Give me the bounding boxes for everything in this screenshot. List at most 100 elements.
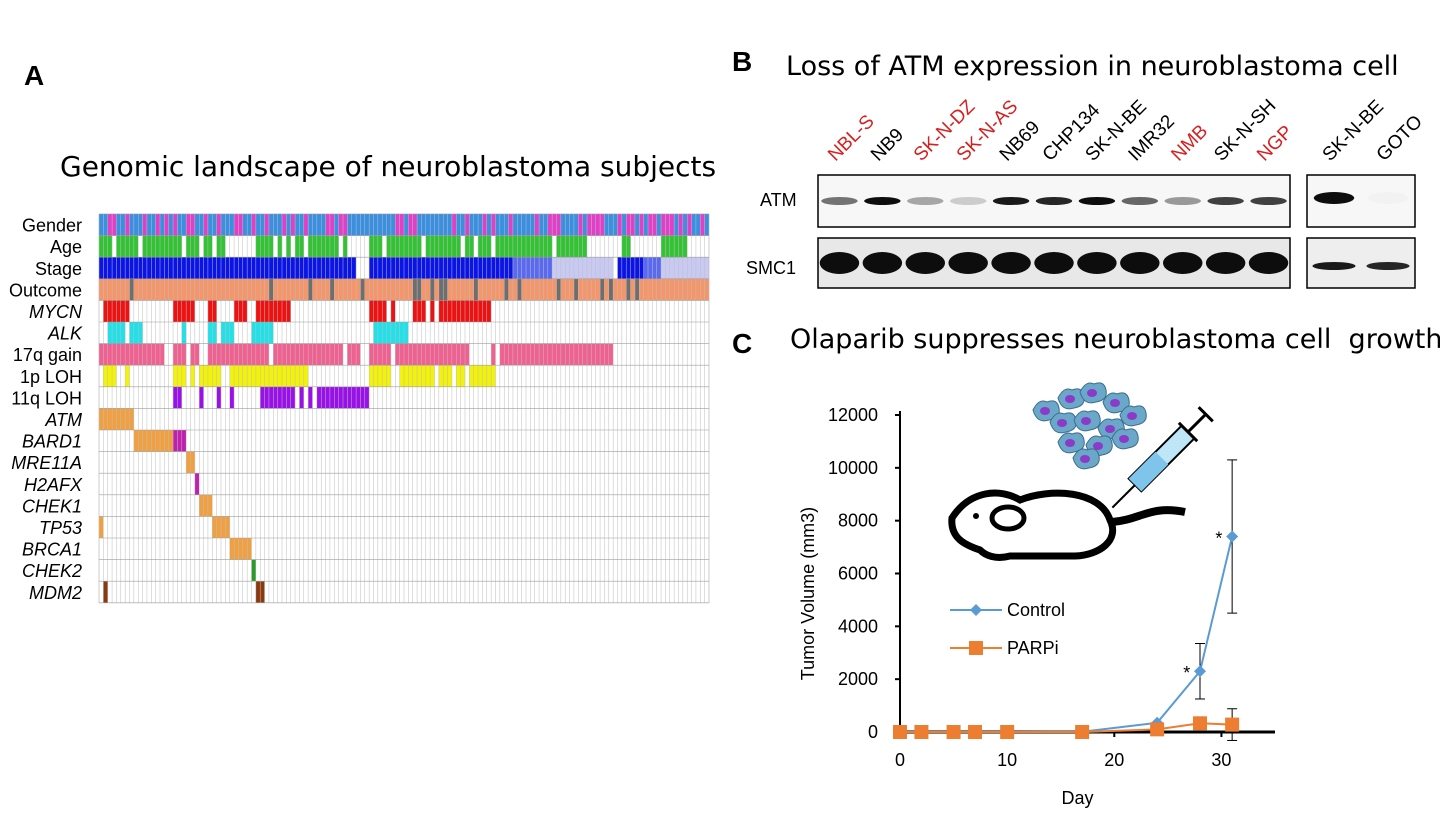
oncoprint-cell [277, 365, 282, 387]
oncoprint-cell [408, 278, 413, 301]
oncoprint-cell [417, 257, 422, 279]
smc1-band [1034, 252, 1074, 274]
oncoprint-cell [360, 278, 365, 301]
oncoprint-cell [273, 343, 278, 366]
oncoprint-cell [569, 235, 574, 258]
oncoprint-row-label: MDM2 [29, 583, 82, 603]
oncoprint-cell [260, 257, 265, 279]
oncoprint-cell [665, 235, 670, 258]
oncoprint-cell [517, 343, 522, 366]
oncoprint-cell [173, 386, 178, 409]
oncoprint-cell [478, 235, 483, 258]
atm-band [1121, 197, 1159, 205]
oncoprint-cell [125, 343, 130, 366]
oncoprint-cell [299, 278, 304, 301]
oncoprint-cell [669, 235, 675, 258]
oncoprint-cell [164, 235, 169, 258]
oncoprint-cell [190, 300, 195, 322]
oncoprint-cell [221, 214, 226, 236]
oncoprint-cell [404, 235, 409, 258]
panel-a-letter: A [24, 60, 45, 91]
oncoprint-cell [482, 278, 487, 301]
oncoprint-cell [99, 235, 104, 258]
oncoprint-cell [491, 214, 496, 236]
oncoprint-cell [687, 257, 692, 279]
oncoprint-cell [338, 278, 343, 301]
oncoprint-cell [120, 322, 126, 344]
oncoprint-cell [547, 235, 553, 258]
oncoprint-row-label: H2AFX [24, 475, 83, 495]
oncoprint-cell [316, 343, 322, 366]
oncoprint-cell [417, 300, 422, 322]
oncoprint-cell [234, 343, 239, 366]
oncoprint-cell [587, 343, 592, 366]
oncoprint-cell [547, 214, 553, 236]
oncoprint-cell [199, 214, 204, 236]
oncoprint-cell [639, 214, 644, 236]
oncoprint-cell [286, 365, 291, 387]
oncoprint-cell [704, 214, 709, 236]
oncoprint-cell [194, 343, 200, 366]
oncoprint-cell [238, 538, 243, 560]
legend-marker [969, 641, 983, 655]
oncoprint-cell [678, 214, 683, 236]
oncoprint-cell [530, 343, 535, 366]
atm-band [1313, 192, 1355, 204]
oncoprint-cell [343, 278, 348, 301]
oncoprint-cell [486, 214, 492, 236]
oncoprint-cell [456, 365, 461, 387]
oncoprint-cell [282, 365, 287, 387]
oncoprint-cell [547, 278, 553, 301]
oncoprint-cell [504, 343, 509, 366]
oncoprint-cell [356, 386, 361, 409]
oncoprint-cell [273, 386, 278, 409]
oncoprint-cell [399, 235, 404, 258]
oncoprint-cell [133, 343, 139, 366]
oncoprint-cell [321, 257, 326, 279]
oncoprint-cell [530, 257, 535, 279]
oncoprint-cell [347, 343, 352, 366]
oncoprint-cell [499, 235, 505, 258]
oncoprint-cell [456, 235, 461, 258]
oncoprint-cell [578, 214, 583, 236]
oncoprint-cell [382, 278, 387, 301]
oncoprint-cell [347, 278, 352, 301]
oncoprint-cell [578, 235, 583, 258]
oncoprint-cell [521, 343, 526, 366]
oncoprint-cell [547, 257, 553, 279]
oncoprint-cell [277, 278, 282, 301]
oncoprint-cell [556, 343, 561, 366]
oncoprint-cell [264, 214, 269, 236]
oncoprint-cell [242, 214, 248, 236]
oncoprint-cell [164, 430, 169, 452]
oncoprint-cell [99, 516, 104, 538]
oncoprint-cell [421, 214, 426, 236]
oncoprint-cell [443, 235, 448, 258]
oncoprint-cell [661, 257, 666, 279]
oncoprint-cell [225, 214, 230, 236]
oncoprint-cell [129, 408, 134, 430]
oncoprint-cell [290, 214, 296, 236]
oncoprint-cell [190, 235, 195, 258]
oncoprint-cell [478, 365, 483, 387]
oncoprint-cell [160, 343, 165, 366]
oncoprint-cell [456, 300, 461, 322]
oncoprint-cell [395, 235, 400, 258]
smc1-band [1077, 252, 1117, 274]
oncoprint-cell [447, 343, 452, 366]
oncoprint-cell [604, 343, 609, 366]
oncoprint-cell [125, 365, 130, 387]
oncoprint-cell [369, 343, 374, 366]
oncoprint-cell [99, 408, 104, 430]
oncoprint-cell [386, 214, 391, 236]
oncoprint-cell [443, 365, 448, 387]
atm-row-label: ATM [760, 190, 797, 210]
oncoprint-cell [199, 365, 204, 387]
oncoprint-cell [539, 214, 544, 236]
oncoprint-cell [626, 257, 631, 279]
oncoprint-cell [251, 214, 256, 236]
smc1-band [1248, 252, 1289, 274]
oncoprint-cell [521, 278, 526, 301]
oncoprint-cell [390, 300, 396, 322]
